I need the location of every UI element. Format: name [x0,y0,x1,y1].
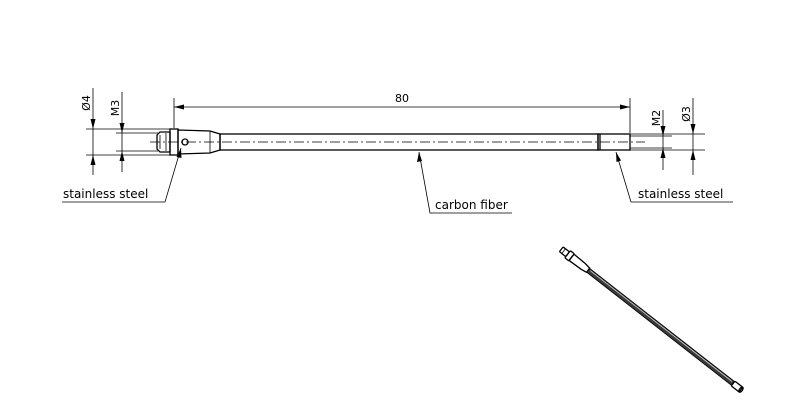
middle-material-label: carbon fiber [435,198,508,212]
dia-right-label: Ø3 [680,106,693,122]
right-material-label: stainless steel [638,187,723,201]
thread-left-label: M3 [109,100,122,117]
length-dimension: 80 [173,92,631,133]
left-material-label: stainless steel [63,187,148,201]
length-value: 80 [395,92,409,105]
thread-right-label: M2 [650,110,663,127]
right-steel-end [597,133,631,151]
left-diameter-dimensions: Ø4 M3 [80,88,170,175]
material-callouts: stainless steel carbon fiber stainless s… [62,147,733,214]
stylus-isometric-view [559,246,744,393]
right-diameter-dimensions: M2 Ø3 [630,98,705,175]
stylus-side-view [150,128,645,156]
dia-left-label: Ø4 [80,95,93,111]
